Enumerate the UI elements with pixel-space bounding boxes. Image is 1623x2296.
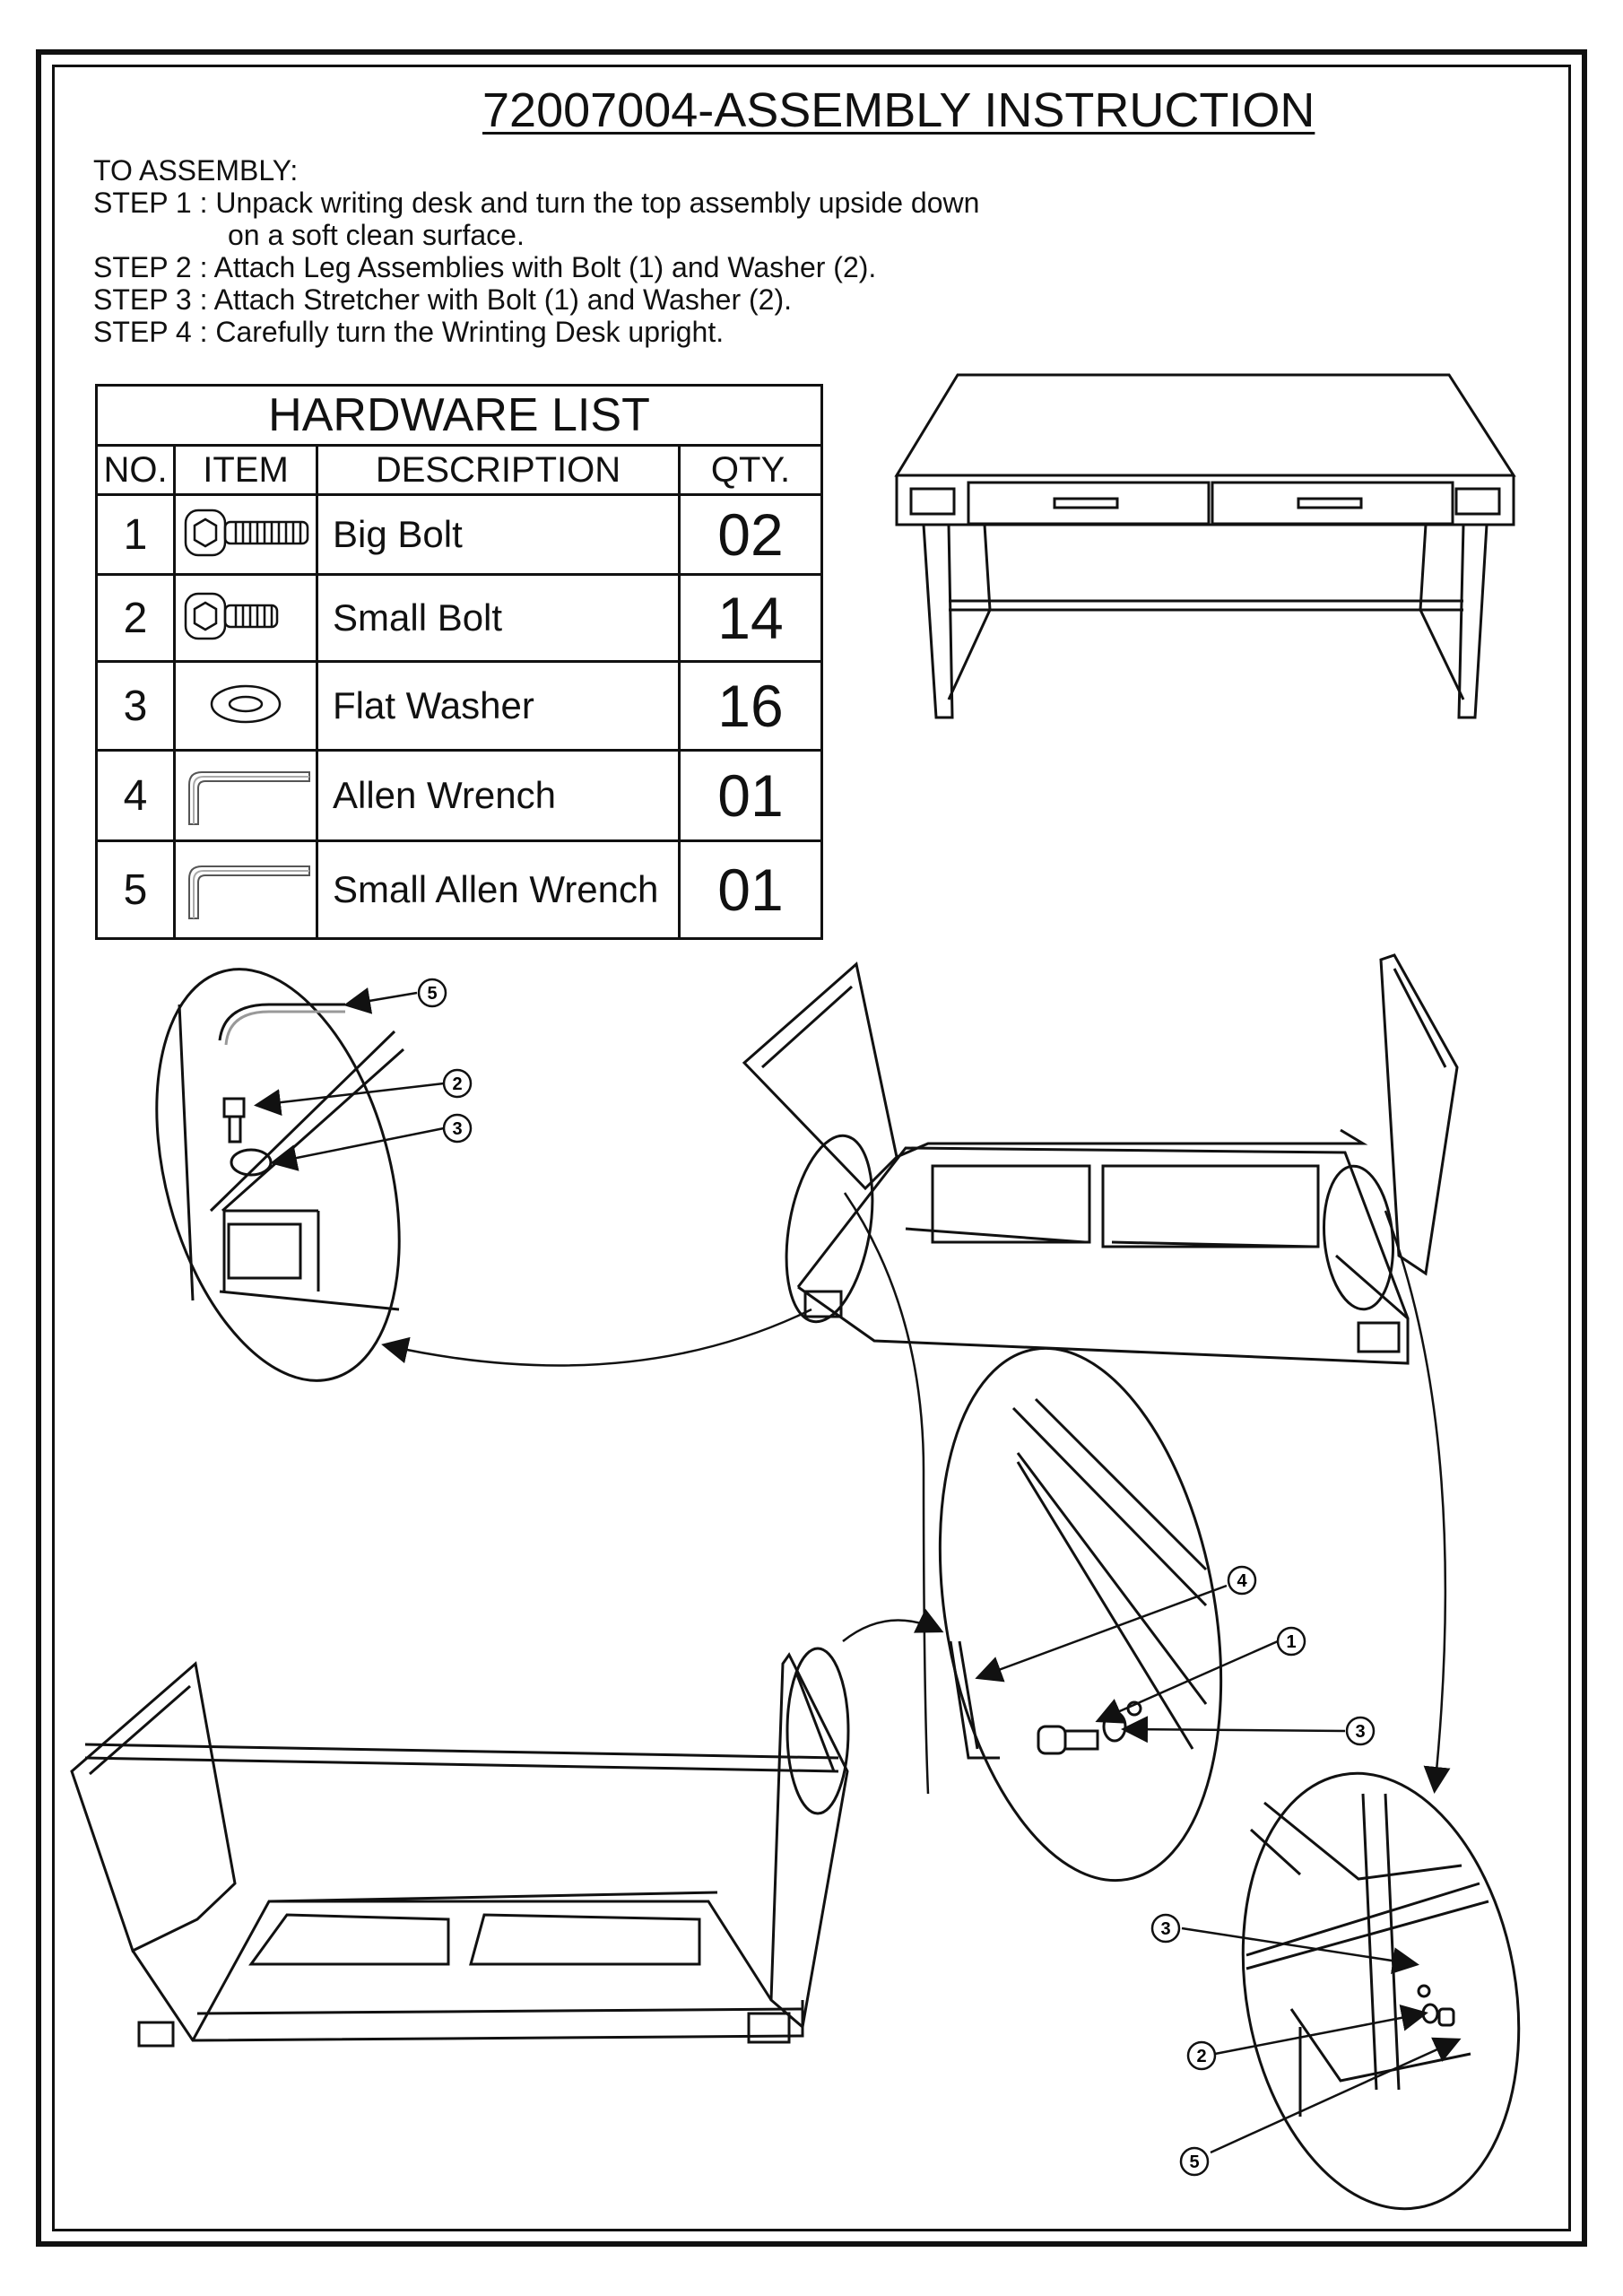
row-description: Small Bolt: [316, 573, 681, 663]
column-header-qty: QTY.: [678, 444, 823, 496]
step-4: STEP 4 : Carefully turn the Wrinting Des…: [93, 316, 725, 348]
row-qty: 01: [678, 839, 823, 940]
row-qty: 16: [678, 660, 823, 752]
table-row: 5 Small Allen Wrench 01: [95, 839, 823, 940]
table-row: 2 Small Bolt 14: [95, 573, 823, 663]
table-row: 1 Big Bolt 02: [95, 493, 823, 576]
step-2-leg-assembly-drawing: [742, 953, 1459, 1365]
callout-5-top: 5: [417, 978, 447, 1008]
callout-2-bottom: 2: [1186, 2040, 1217, 2071]
callout-3-bottom: 3: [1150, 1913, 1181, 1944]
table-row: 4 Allen Wrench 01: [95, 749, 823, 842]
flat-washer-icon: [173, 660, 318, 752]
step-1-continued: on a soft clean surface.: [228, 219, 525, 251]
step-1: STEP 1 : Unpack writing desk and turn th…: [93, 187, 980, 219]
svg-text:3: 3: [1160, 1919, 1170, 1939]
callout-1-middle: 1: [1276, 1626, 1306, 1657]
hardware-list-table: HARDWARE LIST NO. ITEM DESCRIPTION QTY. …: [95, 384, 823, 940]
svg-text:5: 5: [1189, 2152, 1199, 2172]
row-no: 3: [95, 660, 176, 752]
detail-contents: [178, 1003, 1489, 2117]
svg-text:1: 1: [1286, 1632, 1296, 1652]
inner-border: [52, 65, 1571, 2231]
svg-text:4: 4: [1237, 1571, 1247, 1591]
row-description: Big Bolt: [316, 493, 681, 576]
hardware-list-heading: HARDWARE LIST: [95, 384, 823, 447]
allen-wrench-icon: [173, 749, 318, 842]
callout-markers: 5 2 3 4 1 3 3 2: [417, 978, 1376, 2177]
row-description: Flat Washer: [316, 660, 681, 752]
row-no: 5: [95, 839, 176, 940]
row-no: 1: [95, 493, 176, 576]
outer-border: [36, 49, 1587, 2247]
callout-3-top: 3: [442, 1113, 473, 1144]
row-qty: 14: [678, 573, 823, 663]
svg-text:2: 2: [452, 1074, 462, 1094]
callout-2-top: 2: [442, 1068, 473, 1099]
connector-arrows: [254, 987, 1462, 2154]
row-description: Allen Wrench: [316, 749, 681, 842]
callout-4-middle: 4: [1227, 1565, 1257, 1596]
column-header-item: ITEM: [173, 444, 318, 496]
svg-text:5: 5: [427, 984, 437, 1004]
small-allen-wrench-icon: [173, 839, 318, 940]
detail-circles: [155, 968, 1521, 2211]
assembled-desk-drawing: [894, 373, 1516, 719]
step-3-stretcher-drawing: [70, 1652, 849, 2048]
steps-heading: TO ASSEMBLY:: [93, 154, 299, 187]
row-qty: 02: [678, 493, 823, 576]
callout-5-bottom: 5: [1179, 2146, 1210, 2177]
small-bolt-icon: [173, 573, 318, 663]
page-title: 72007004-ASSEMBLY INSTRUCTION: [482, 83, 1315, 137]
step-3: STEP 3 : Attach Stretcher with Bolt (1) …: [93, 283, 792, 316]
column-header-description: DESCRIPTION: [316, 444, 681, 496]
svg-text:2: 2: [1196, 2047, 1206, 2066]
row-qty: 01: [678, 749, 823, 842]
table-row: 3 Flat Washer 16: [95, 660, 823, 752]
row-description: Small Allen Wrench: [316, 839, 681, 940]
svg-text:3: 3: [452, 1119, 462, 1139]
svg-text:3: 3: [1355, 1722, 1365, 1742]
step-2: STEP 2 : Attach Leg Assemblies with Bolt…: [93, 251, 877, 283]
big-bolt-icon: [173, 493, 318, 576]
assembly-steps: TO ASSEMBLY: STEP 1 : Unpack writing des…: [93, 154, 979, 348]
column-header-no: NO.: [95, 444, 176, 496]
row-no: 4: [95, 749, 176, 842]
row-no: 2: [95, 573, 176, 663]
callout-3-middle: 3: [1345, 1716, 1376, 1746]
